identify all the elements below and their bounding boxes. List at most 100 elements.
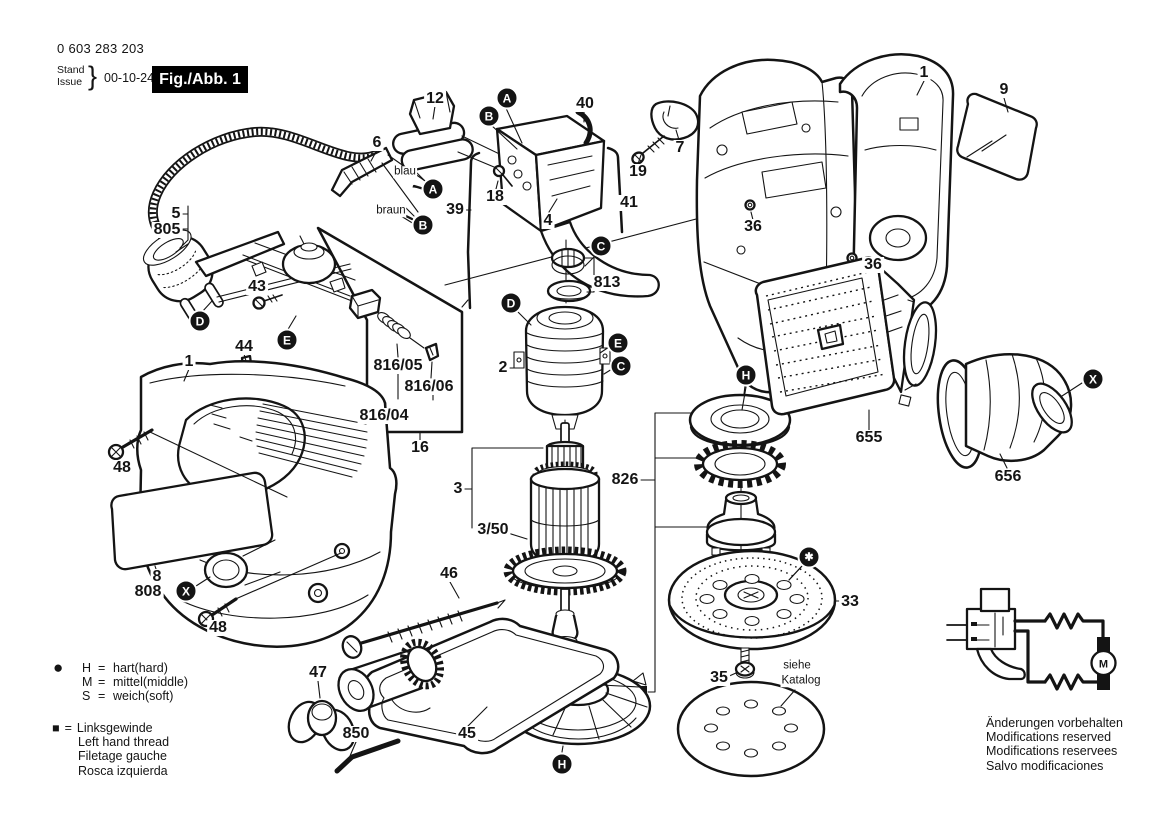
callout-c-icon: C [589,234,613,258]
part-label: 5 [169,205,183,222]
thread-line: Linksgewinde [76,721,153,735]
document-part-number: 0 603 283 203 [57,41,145,56]
part-label: 808 [132,583,164,600]
thread-line: Rosca izquierda [78,763,168,778]
dust-box [754,256,938,431]
callout-x-icon: X [1081,367,1105,391]
part-label: 3 [451,480,465,497]
part-label: 12 [424,90,446,107]
hardness-sep: = [98,689,106,703]
wing-knob [287,680,356,752]
hardness-sep: = [98,675,106,689]
field-stator [509,239,613,438]
part-label: 655 [853,429,885,446]
long-screw [341,581,506,659]
hex-key [334,738,401,774]
switch-assembly [489,105,660,298]
issue-date: 00-10-24 [104,71,155,85]
hardness-legend-row: M = mittel(middle) [82,675,188,689]
part-label: 16 [409,439,431,456]
part-label: 43 [246,278,268,295]
part-label: braun [375,204,407,217]
callout-b-icon: B [411,213,435,237]
part-label: 6 [370,134,384,151]
issue-label: Issue [57,75,83,88]
part-label: 4 [541,212,555,229]
part-label: 8 [150,568,164,585]
cord-bracket [175,205,286,278]
spec-plate [956,92,1038,181]
part-label: 18 [484,188,506,205]
part-label: 45 [456,725,478,742]
hardness-legend-row: H = hart(hard) [82,661,188,675]
hardness-code: S [82,689,91,703]
part-label: 39 [444,201,466,218]
part-label: 816/06 [402,378,456,395]
part-label: 3/50 [475,521,511,538]
stand-label: Stand [57,64,85,76]
part-label: 9 [997,81,1011,98]
part-label: 805 [151,221,183,238]
thread-legend-first-line: ■ = Linksgewinde [52,721,169,735]
clamp-plate [337,617,620,755]
callout-b-icon: B [477,104,501,128]
thread-line: Left hand thread [78,735,170,750]
callout-h-icon: H [734,363,758,387]
part-label: 36 [862,256,884,273]
part-label: 36 [742,218,764,235]
sanding-sheet [676,680,826,778]
pad-screw [726,647,756,679]
hardness-term: weich(soft) [113,689,174,703]
part-label: 46 [438,565,460,582]
part-label: 1 [917,64,931,81]
clamp-and-screw [631,100,700,165]
part-label: 40 [574,95,596,112]
elbow-adapter [936,353,1083,469]
callout-a-icon: A [421,177,445,201]
part-label: 48 [111,459,133,476]
hardness-code: H [82,661,92,675]
part-label: 813 [591,274,623,291]
part-label: 7 [673,139,687,156]
stand-issue-block: Stand Issue [57,64,85,88]
part-label: Katalog [780,674,822,687]
thread-line: Filetage gauche [78,749,167,764]
part-label: 1 [182,353,196,370]
callout-star-icon: ✱ [797,545,821,569]
modification-note-line: Salvo modificaciones [986,758,1104,773]
thread-sep: = [64,721,72,735]
hardness-term: mittel(middle) [113,675,189,689]
callout-d-icon: D [188,309,212,333]
hardness-term: hart(hard) [113,661,168,675]
left-hand-thread-square-icon: ■ [52,721,60,735]
part-label: 44 [233,338,255,355]
callout-h-icon: H [550,752,574,776]
callout-e-icon: E [606,331,630,355]
part-label: siehe [782,659,812,672]
modification-note-line: Änderungen vorbehalten [986,716,1123,730]
part-label: 656 [992,468,1024,485]
callout-c-icon: C [609,354,633,378]
hardness-sep: = [98,661,106,675]
part-label: 48 [207,619,229,636]
callout-x-icon: X [174,579,198,603]
part-label: 816/04 [357,407,411,424]
part-label: 41 [618,194,640,211]
callout-a-icon: A [495,86,519,110]
callout-d-icon: D [499,291,523,315]
modification-note-line: Modifications reservees [986,744,1118,759]
hardness-code: M [82,675,93,689]
part-label: blau [393,165,417,178]
motor-symbol-label: M [1099,659,1108,671]
hardness-legend-row: S = weich(soft) [82,689,188,703]
hardness-legend: H = hart(hard) M = mittel(middle) S = weich(soft… [82,661,188,703]
modification-note-line: Modifications reserved [986,730,1112,745]
part-label: 2 [496,359,510,376]
circuit-schematic: M [946,587,1117,691]
part-label: 33 [839,593,861,610]
